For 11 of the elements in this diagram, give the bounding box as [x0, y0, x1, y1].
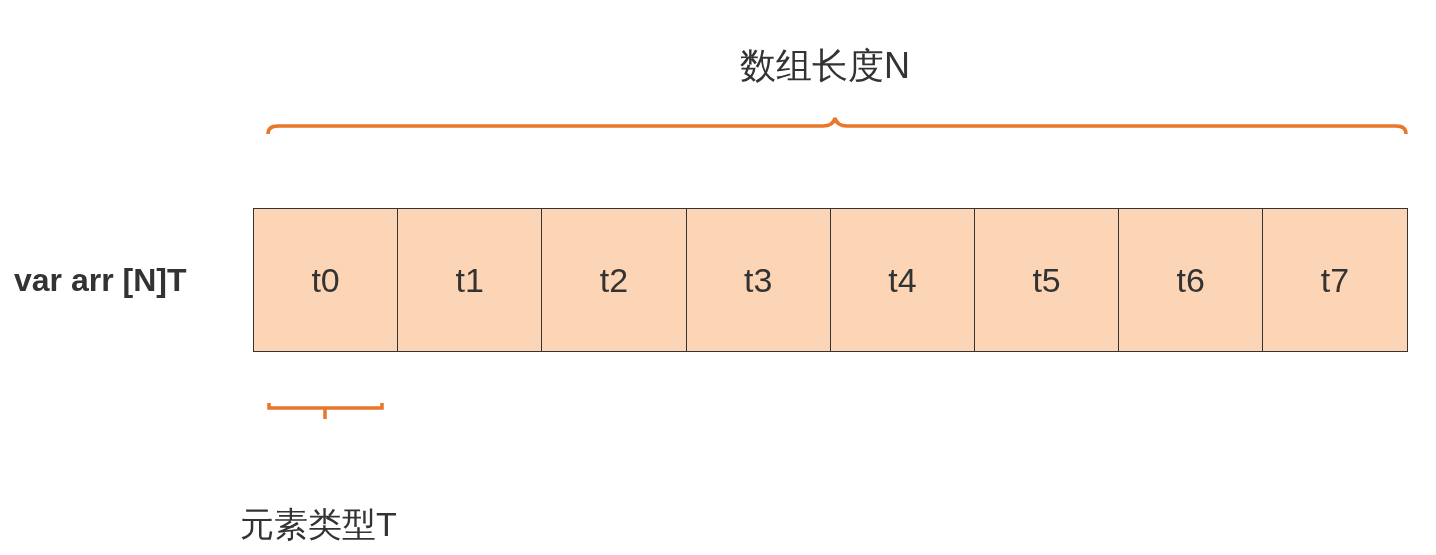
array-cell: t4	[829, 208, 975, 352]
array-cell: t1	[397, 208, 543, 352]
array-cell: t7	[1262, 208, 1408, 352]
array-cell: t6	[1118, 208, 1264, 352]
dimension-label: 数组长度N	[740, 44, 910, 88]
declaration-text: var arr [N]T	[14, 262, 187, 299]
array-cell: t0	[253, 208, 399, 352]
dimension-label: 元素类型T	[240, 504, 397, 545]
array-cell: t3	[685, 208, 831, 352]
array-cell: t5	[974, 208, 1120, 352]
array-cell: t2	[541, 208, 687, 352]
